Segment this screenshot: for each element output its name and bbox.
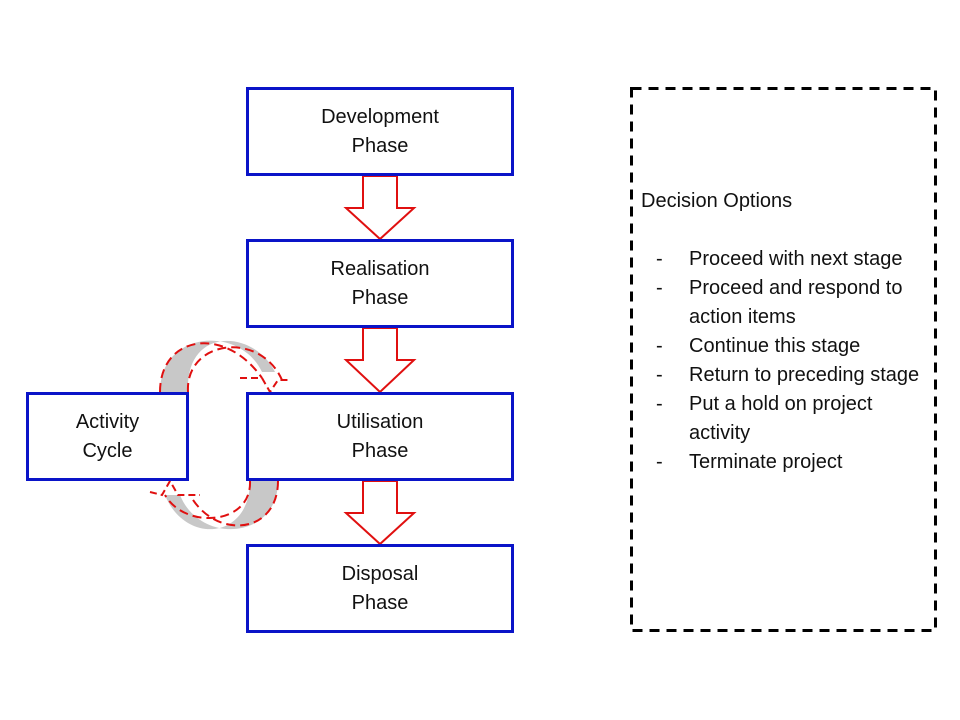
- decision-option-text: Proceed and respond to action items: [689, 277, 903, 328]
- decision-option: - Proceed with next stage: [641, 245, 931, 274]
- decision-option: - Return to preceding stage: [641, 361, 931, 390]
- decision-panel-border: [630, 87, 937, 632]
- utilisation-phase-label-2: Phase: [351, 439, 409, 462]
- disposal-phase-label-2: Phase: [351, 591, 409, 614]
- decision-options-title: Decision Options: [641, 190, 793, 212]
- bullet-dash: -: [656, 248, 663, 270]
- flow-arrow-3: [343, 480, 417, 546]
- decision-option: - Proceed and respond to action items: [641, 274, 931, 332]
- utilisation-phase-label-1: Utilisation: [336, 410, 424, 433]
- realisation-phase-label-2: Phase: [351, 286, 409, 309]
- decision-options-list: - Proceed with next stage - Proceed and re…: [641, 245, 931, 477]
- bullet-dash: -: [656, 393, 663, 415]
- decision-option-text: Continue this stage: [689, 335, 861, 357]
- activity-cycle-label-2: Cycle: [82, 439, 133, 462]
- bullet-dash: -: [656, 277, 663, 299]
- cycle-arrow-upper: [159, 340, 290, 394]
- utilisation-phase-box: Utilisation Phase: [246, 392, 514, 481]
- decision-option-text: Terminate project: [689, 451, 843, 473]
- development-phase-label-1: Development: [321, 105, 439, 128]
- activity-cycle-box: Activity Cycle: [26, 392, 189, 481]
- decision-option-text: Put a hold on project activity: [689, 393, 873, 444]
- realisation-phase-label-1: Realisation: [330, 257, 430, 280]
- decision-option: - Terminate project: [641, 448, 931, 477]
- activity-cycle-label-1: Activity: [75, 410, 140, 433]
- decision-option-text: Proceed with next stage: [689, 248, 903, 270]
- cycle-arrow-lower: [149, 478, 279, 530]
- decision-option: - Put a hold on project activity: [641, 390, 931, 448]
- bullet-dash: -: [656, 335, 663, 357]
- flow-arrow-2: [343, 327, 417, 394]
- bullet-dash: -: [656, 364, 663, 386]
- flow-arrow-1: [343, 175, 417, 241]
- development-phase-box: Development Phase: [246, 87, 514, 176]
- development-phase-label-2: Phase: [351, 134, 409, 157]
- realisation-phase-box: Realisation Phase: [246, 239, 514, 328]
- disposal-phase-box: Disposal Phase: [246, 544, 514, 633]
- disposal-phase-label-1: Disposal: [341, 562, 419, 585]
- decision-option-text: Return to preceding stage: [689, 364, 920, 386]
- decision-option: - Continue this stage: [641, 332, 931, 361]
- bullet-dash: -: [656, 451, 663, 473]
